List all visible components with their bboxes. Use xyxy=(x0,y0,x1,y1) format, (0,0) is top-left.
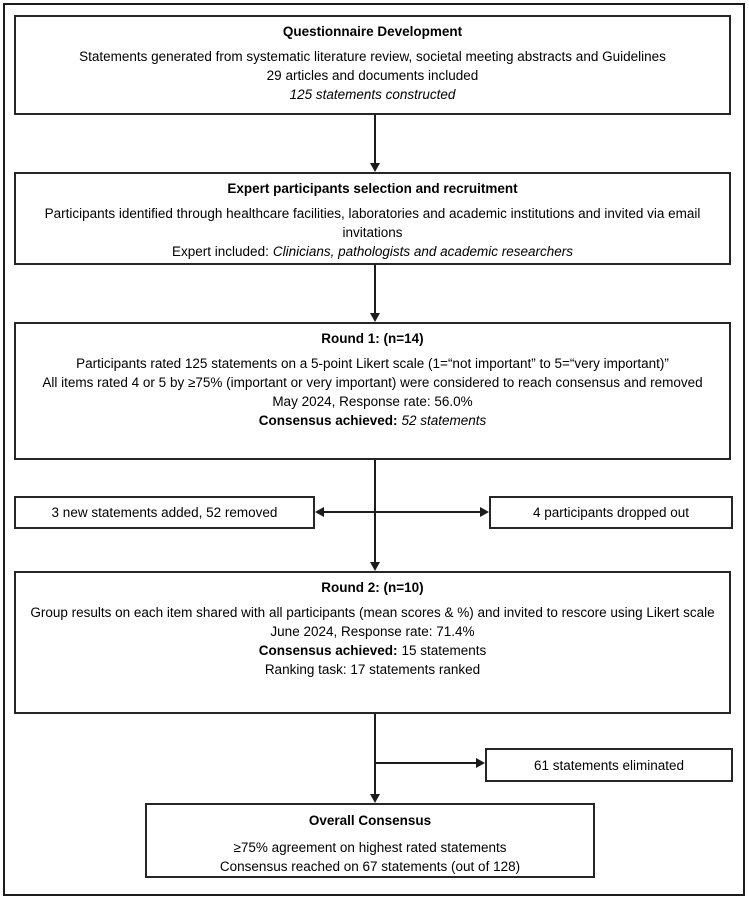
box-title: Round 2: (n=10) xyxy=(321,580,424,595)
arrow-left-icon xyxy=(315,507,324,517)
text-prefix: Expert included: xyxy=(172,244,269,259)
box-text-line: ≥75% agreement on highest rated statemen… xyxy=(233,840,507,855)
connector-line xyxy=(374,115,376,164)
text-italic: 52 statements xyxy=(401,413,487,428)
connector-line xyxy=(374,714,376,794)
text-italic: Clinicians, pathologists and academic re… xyxy=(272,244,573,259)
box-text-line: 3 new statements added, 52 removed xyxy=(51,505,278,520)
box-participants-dropped-out: 4 participants dropped out xyxy=(489,496,733,529)
box-overall-consensus: Overall Consensus ≥75% agreement on high… xyxy=(145,803,595,878)
arrow-down-icon xyxy=(370,794,380,803)
outer-frame xyxy=(3,3,745,896)
box-title: Questionnaire Development xyxy=(282,24,463,39)
box-text-line: Ranking task: 17 statements ranked xyxy=(264,662,481,677)
box-text-line: June 2024, Response rate: 71.4% xyxy=(270,624,475,639)
arrow-down-icon xyxy=(370,562,380,571)
text-bold: Consensus achieved: xyxy=(258,643,398,658)
arrow-down-icon xyxy=(370,313,380,322)
box-text-line: Consensus achieved:52 statements xyxy=(16,411,729,430)
box-text-line: Expert included:Clinicians, pathologists… xyxy=(16,242,729,261)
box-statements-eliminated: 61 statements eliminated xyxy=(485,748,733,782)
box-expert-participants: Expert participants selection and recrui… xyxy=(14,172,731,265)
arrow-down-icon xyxy=(370,163,380,172)
connector-line xyxy=(374,265,376,313)
text-bold: Consensus achieved: xyxy=(258,413,398,428)
box-text-line: Participants identified through healthca… xyxy=(44,206,701,240)
box-round-1: Round 1: (n=14) Participants rated 125 s… xyxy=(14,322,731,460)
double-arrow-line xyxy=(324,511,480,513)
box-statements-added-removed: 3 new statements added, 52 removed xyxy=(14,496,315,529)
arrow-right-icon xyxy=(480,507,489,517)
box-text-line: 61 statements eliminated xyxy=(533,757,685,773)
box-text-line: 29 articles and documents included xyxy=(266,68,479,83)
box-text-line: Consensus achieved:15 statements xyxy=(16,641,729,660)
box-title: Expert participants selection and recrui… xyxy=(227,181,518,196)
box-text-line: Group results on each item shared with a… xyxy=(30,605,715,620)
box-round-2: Round 2: (n=10) Group results on each it… xyxy=(14,571,731,714)
box-title: Overall Consensus xyxy=(308,813,432,828)
box-text-line: May 2024, Response rate: 56.0% xyxy=(272,394,473,409)
box-title: Round 1: (n=14) xyxy=(321,331,424,346)
box-text-line: Consensus reached on 67 statements (out … xyxy=(219,859,521,874)
box-text-line: All items rated 4 or 5 by ≥75% (importan… xyxy=(42,375,703,390)
box-text-line: Statements generated from systematic lit… xyxy=(79,49,666,64)
branch-line xyxy=(375,762,476,764)
box-text-line: 4 participants dropped out xyxy=(532,505,690,520)
arrow-right-icon xyxy=(476,758,485,768)
text-rest: 15 statements xyxy=(401,643,487,658)
box-text-line: 125 statements constructed xyxy=(289,87,456,102)
box-text-line: Participants rated 125 statements on a 5… xyxy=(76,356,669,371)
box-questionnaire-development: Questionnaire Development Statements gen… xyxy=(14,15,731,115)
